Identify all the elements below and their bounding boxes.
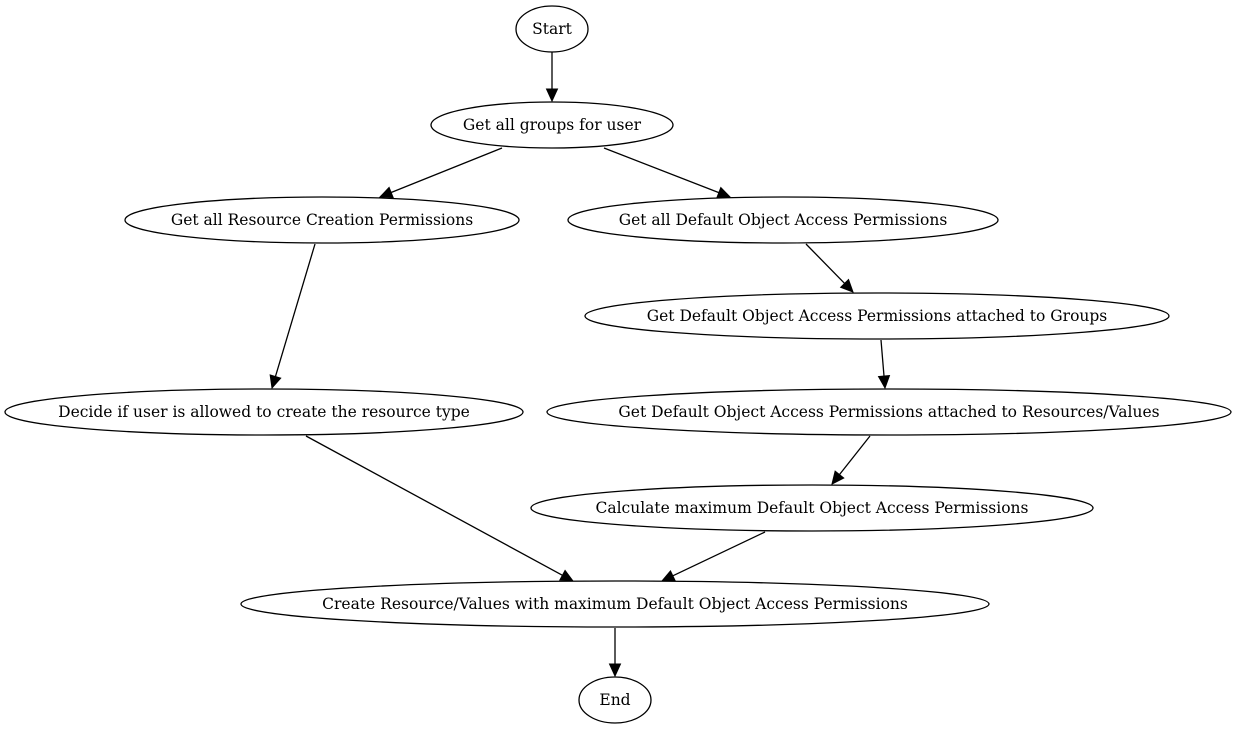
edge-doap_groups-to-doap_resources <box>877 339 891 390</box>
node-ellipse <box>515 5 589 53</box>
edges-layer <box>269 52 891 678</box>
edge-line <box>672 531 766 577</box>
node-label: Get all Resource Creation Permissions <box>171 211 473 229</box>
edge-resource_perms-to-decide <box>269 243 316 390</box>
node-end: End <box>578 676 652 724</box>
node-ellipse <box>578 676 652 724</box>
node-create: Create Resource/Values with maximum Defa… <box>240 580 990 628</box>
edge-line <box>805 243 846 284</box>
node-start: Start <box>515 5 589 53</box>
node-label: Get Default Object Access Permissions at… <box>647 307 1108 325</box>
edge-line <box>880 339 885 377</box>
node-label: Decide if user is allowed to create the … <box>58 403 470 421</box>
node-ellipse <box>530 484 1094 532</box>
node-groups: Get all groups for user <box>430 101 674 149</box>
node-ellipse <box>240 580 990 628</box>
edge-line <box>274 243 316 377</box>
node-ellipse <box>546 388 1232 436</box>
node-ellipse <box>584 292 1170 340</box>
node-resource-perms: Get all Resource Creation Permissions <box>124 196 520 244</box>
arrowhead-icon <box>831 470 845 485</box>
node-decide: Decide if user is allowed to create the … <box>4 388 524 436</box>
arrowhead-icon <box>378 186 394 199</box>
arrowhead-icon <box>660 569 676 582</box>
node-label: Start <box>532 20 572 38</box>
arrowhead-icon <box>716 186 732 199</box>
edge-start-to-groups <box>545 52 559 103</box>
edge-create-to-end <box>608 628 622 678</box>
node-label: Calculate maximum Default Object Access … <box>596 499 1029 517</box>
arrowhead-icon <box>877 375 891 390</box>
node-label: Get Default Object Access Permissions at… <box>618 403 1159 421</box>
node-label: End <box>599 691 630 709</box>
edge-groups-to-default_perms <box>603 147 732 199</box>
edge-line <box>838 435 871 475</box>
node-label: Create Resource/Values with maximum Defa… <box>322 595 908 613</box>
arrowhead-icon <box>559 569 575 582</box>
node-ellipse <box>567 196 999 244</box>
node-ellipse <box>124 196 520 244</box>
node-doap-groups: Get Default Object Access Permissions at… <box>584 292 1170 340</box>
edge-groups-to-resource_perms <box>378 147 503 199</box>
node-calc-max: Calculate maximum Default Object Access … <box>530 484 1094 532</box>
node-doap-resources: Get Default Object Access Permissions at… <box>546 388 1232 436</box>
arrowhead-icon <box>545 88 559 103</box>
node-ellipse <box>430 101 674 149</box>
node-label: Get all groups for user <box>463 116 642 134</box>
edge-default_perms-to-doap_groups <box>805 243 854 293</box>
edge-line <box>603 147 720 194</box>
edge-doap_resources-to-calc_max <box>831 435 871 485</box>
node-default-perms: Get all Default Object Access Permission… <box>567 196 999 244</box>
edge-calc_max-to-create <box>660 531 766 582</box>
arrowhead-icon <box>269 374 282 390</box>
edge-line <box>305 435 563 576</box>
node-label: Get all Default Object Access Permission… <box>619 211 948 229</box>
arrowhead-icon <box>839 278 854 293</box>
arrowhead-icon <box>608 663 622 678</box>
edge-line <box>390 147 503 194</box>
node-ellipse <box>4 388 524 436</box>
